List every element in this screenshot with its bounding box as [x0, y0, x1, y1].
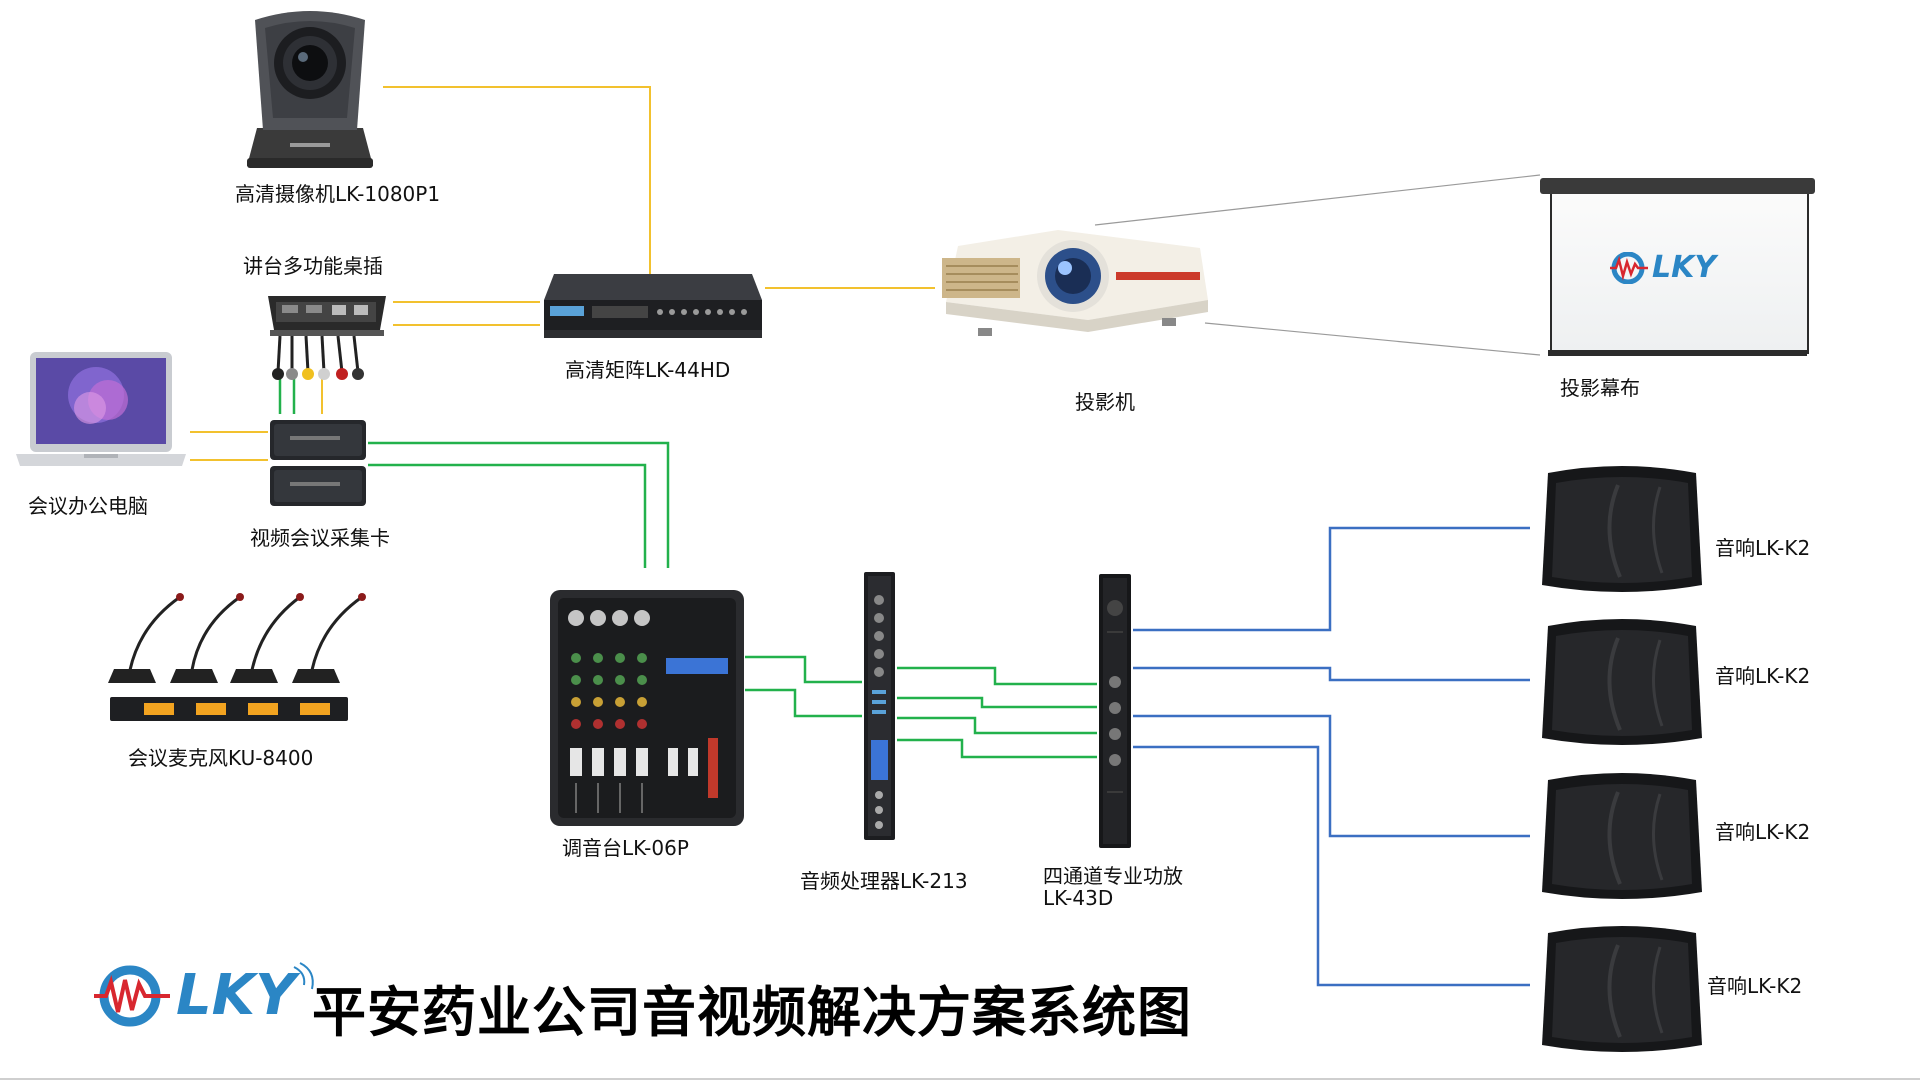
laptop-label: 会议办公电脑 — [28, 494, 148, 518]
matrix-label: 高清矩阵LK-44HD — [565, 358, 731, 382]
microphone-image — [108, 593, 366, 721]
mixer-to-processor-line-2 — [745, 688, 862, 718]
screen-logo-icon — [1610, 251, 1648, 284]
speaker-label: 音响LK-K2 — [1715, 820, 1811, 844]
microphone-label: 会议麦克风KU-8400 — [128, 746, 314, 770]
processor-image — [864, 572, 895, 840]
processor-to-amp-line-4 — [897, 738, 1097, 759]
capture-to-mixer-line-2 — [368, 463, 647, 568]
speaker-image — [1542, 773, 1702, 899]
amplifier-label-line2: LK-43D — [1043, 886, 1114, 910]
speaker-label: 音响LK-K2 — [1715, 664, 1811, 688]
amp-to-speaker-3-line — [1133, 714, 1530, 838]
amp-to-speaker-2-line — [1133, 666, 1530, 682]
mixer-label: 调音台LK-06P — [562, 836, 689, 860]
speaker-image — [1542, 466, 1702, 592]
projection-ray-bottom — [1204, 322, 1541, 356]
processor-to-amp-line-2 — [897, 696, 1097, 709]
amp-to-speaker-4-line — [1133, 745, 1530, 987]
brand-signal-icon — [293, 962, 314, 990]
desk-socket-label: 讲台多功能桌插 — [243, 254, 383, 278]
projector-label: 投影机 — [1075, 390, 1135, 414]
capture-card-label: 视频会议采集卡 — [250, 526, 390, 550]
processor-to-amp-line-3 — [897, 716, 1097, 735]
speaker-label: 音响LK-K2 — [1707, 974, 1803, 998]
matrix-image — [544, 274, 762, 338]
screen-label: 投影幕布 — [1560, 376, 1640, 400]
brand-logo-icon — [94, 965, 170, 1027]
camera-label: 高清摄像机LK-1080P1 — [235, 182, 441, 206]
amplifier-label-line1: 四通道专业功放 — [1043, 864, 1183, 888]
processor-to-amp-line-1 — [897, 666, 1097, 686]
screen-logo-text: LKY — [1652, 250, 1717, 285]
laptop-image — [16, 352, 186, 466]
camera-to-matrix-line — [383, 86, 651, 278]
amplifier-image — [1099, 574, 1131, 848]
capture-card-image — [270, 420, 366, 506]
speaker-image — [1542, 619, 1702, 745]
screen-bottom-bar — [1548, 350, 1807, 356]
desk-socket-image — [268, 296, 386, 380]
mixer-image — [550, 590, 744, 826]
mixer-to-processor-line-1 — [745, 655, 862, 684]
capture-to-mixer-line-1 — [368, 441, 670, 568]
amp-to-speaker-1-line — [1133, 526, 1530, 632]
projection-ray-top — [1094, 174, 1541, 226]
page-title: 平安药业公司音视频解决方案系统图 — [312, 981, 1192, 1044]
camera-image — [247, 11, 373, 168]
speaker-image — [1542, 926, 1702, 1052]
brand-logo-text: LKY — [176, 962, 296, 1028]
projection-screen: LKY — [1540, 178, 1815, 360]
bottom-divider — [0, 1078, 1920, 1080]
brand-logo: LKY — [92, 962, 320, 1028]
projector-image — [942, 230, 1208, 336]
screen-logo: LKY — [1608, 250, 1716, 285]
speaker-label: 音响LK-K2 — [1715, 536, 1811, 560]
processor-label: 音频处理器LK-213 — [800, 869, 968, 893]
screen-top-bar — [1540, 178, 1815, 194]
